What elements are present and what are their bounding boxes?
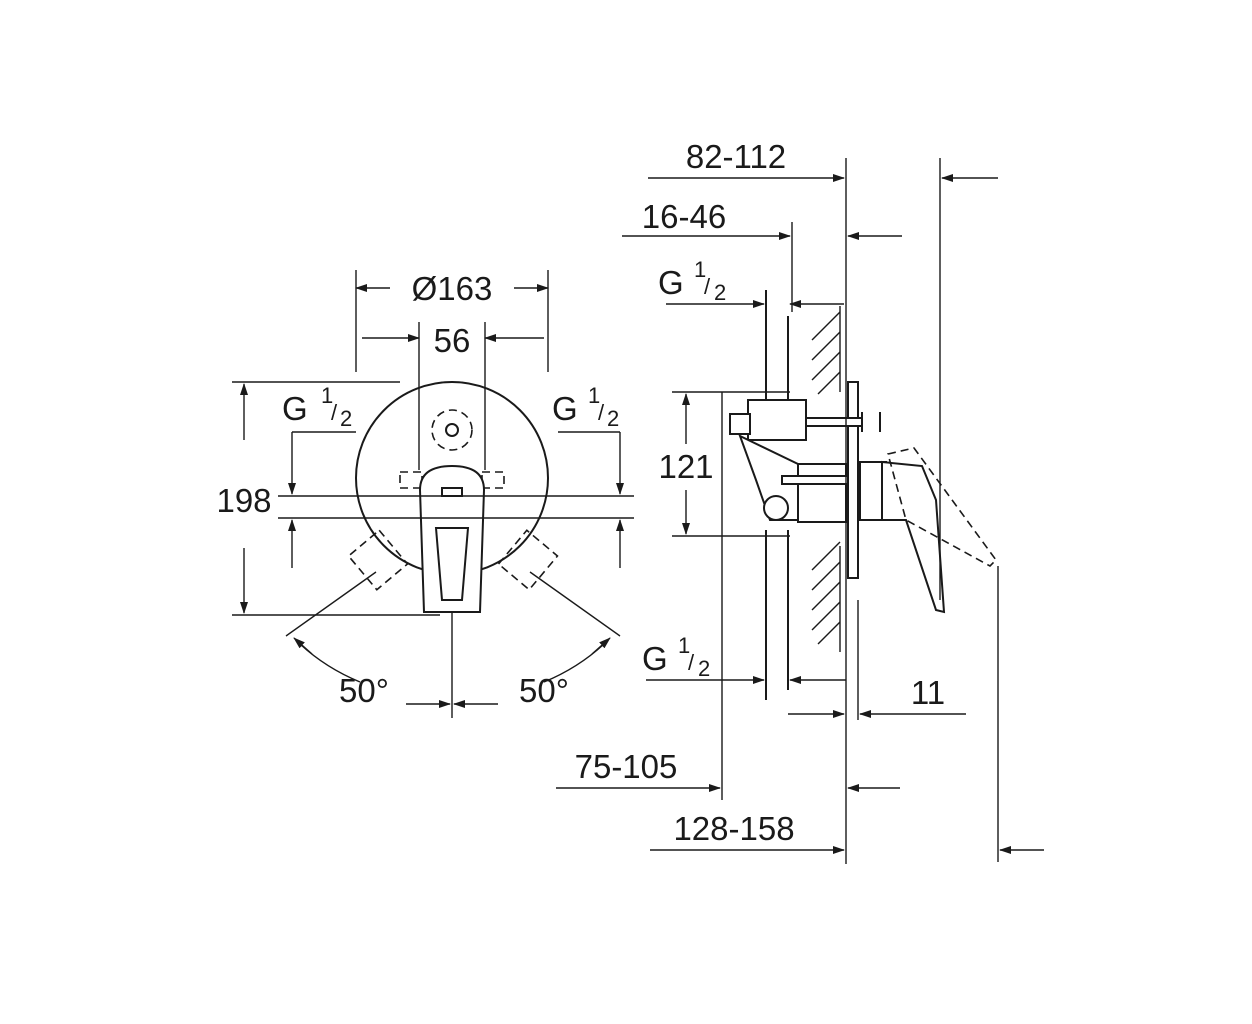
- valve-stem: [805, 417, 863, 427]
- diverter-knob-center: [445, 423, 459, 437]
- side-height-label: 121: [658, 448, 713, 485]
- depth-body-label: 75-105: [575, 748, 678, 785]
- left-stub: [399, 471, 423, 489]
- outlet-fitting: [763, 495, 789, 521]
- thread-left-den: 2: [340, 406, 352, 431]
- plate-label: 11: [911, 674, 945, 711]
- thread-top-num: 1: [694, 257, 706, 282]
- angle-right-label: 50°: [519, 672, 569, 709]
- angle-left-label: 50°: [339, 672, 389, 709]
- handle-inner: [434, 527, 470, 601]
- handle-lever: [418, 464, 486, 613]
- valve-connector: [729, 413, 751, 435]
- thread-bottom-den: 2: [698, 656, 710, 681]
- cartridge-rod: [781, 475, 849, 485]
- depth-total-label: 82-112: [686, 138, 786, 175]
- cover-plate: [847, 381, 859, 579]
- handle-lever-side: [881, 460, 946, 614]
- handle-ghost-right: [497, 529, 559, 591]
- diameter-label: Ø163: [412, 270, 493, 307]
- thread-right-num: 1: [588, 383, 600, 408]
- depth-wall-label: 16-46: [642, 198, 726, 235]
- thread-left-g: G: [282, 390, 308, 427]
- svg-text:/: /: [598, 400, 605, 425]
- valve-upper-block: [747, 399, 807, 441]
- diverter-knob-outline: [431, 409, 473, 451]
- thread-right-g: G: [552, 390, 578, 427]
- height-label: 198: [216, 482, 271, 519]
- thread-bottom-num: 1: [678, 633, 690, 658]
- svg-text:/: /: [331, 400, 338, 425]
- wall-hatch: [811, 306, 841, 652]
- handle-ghost-side: [887, 447, 998, 567]
- cartridge-housing: [797, 463, 847, 523]
- svg-text:/: /: [704, 274, 711, 299]
- front-view: Ø163 56 198 G 1 / 2 G 1 / 2: [216, 270, 634, 718]
- thread-top-den: 2: [714, 280, 726, 305]
- thread-top-g: G: [658, 264, 684, 301]
- depth-overall-label: 128-158: [673, 810, 794, 847]
- right-stub: [481, 471, 505, 489]
- svg-text:/: /: [688, 650, 695, 675]
- thread-right-den: 2: [607, 406, 619, 431]
- thread-left-num: 1: [321, 383, 333, 408]
- thread-bottom-g: G: [642, 640, 668, 677]
- side-view: 82-112 16-46 G 1 / 2 121 G 1 / 2 11 75-1…: [556, 138, 1044, 864]
- handle-width-label: 56: [434, 322, 471, 359]
- handle-ghost-left: [347, 529, 409, 591]
